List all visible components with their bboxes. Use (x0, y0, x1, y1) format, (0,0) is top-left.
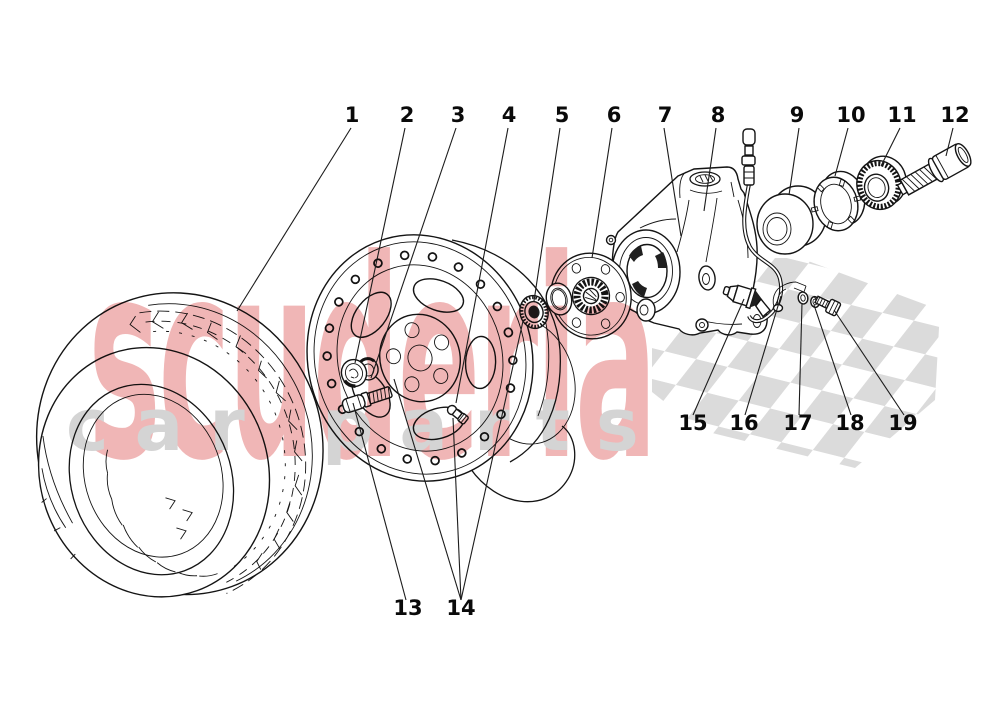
callout-1: 1 (345, 103, 360, 127)
stub-axle (896, 143, 972, 196)
callout-6: 6 (607, 103, 622, 127)
hub-flange (550, 252, 632, 340)
callout-19: 19 (888, 411, 917, 435)
callout-18: 18 (835, 411, 864, 435)
callout-13: 13 (393, 596, 422, 620)
spacer-ring (545, 282, 573, 316)
callout-2: 2 (400, 103, 415, 127)
callout-15: 15 (678, 411, 707, 435)
pressure-sensor (340, 357, 379, 388)
callout-9: 9 (790, 103, 805, 127)
tire (35, 292, 324, 598)
callout-10: 10 (836, 103, 865, 127)
watermark-tagline: car parts (66, 383, 665, 467)
sensor-bracket (772, 281, 807, 313)
watermark-brand: scuderia (88, 201, 655, 521)
lock-ring (810, 170, 866, 232)
callout-11: 11 (887, 103, 916, 127)
callout-16: 16 (729, 411, 758, 435)
callout-4: 4 (502, 103, 517, 127)
bolt (814, 295, 842, 317)
abs-cable-connector (741, 128, 784, 324)
callout-17: 17 (783, 411, 812, 435)
callout-5: 5 (555, 103, 570, 127)
callout-14: 14 (446, 596, 475, 620)
watermark: scuderia car parts (66, 201, 665, 521)
callout-12: 12 (940, 103, 969, 127)
washer (797, 291, 809, 305)
valve-icon (446, 404, 469, 425)
wheel-bearing (756, 185, 827, 255)
leader-lines (236, 127, 954, 601)
callout-8: 8 (711, 103, 726, 127)
callout-numbers: 1 2 3 4 5 6 7 8 9 10 11 12 13 14 15 16 1… (345, 103, 970, 620)
wheel-speed-sensor (722, 284, 772, 318)
callout-3: 3 (451, 103, 466, 127)
callout-7: 7 (658, 103, 673, 127)
phonic-wheel (856, 155, 907, 211)
hub-nut (519, 294, 549, 330)
